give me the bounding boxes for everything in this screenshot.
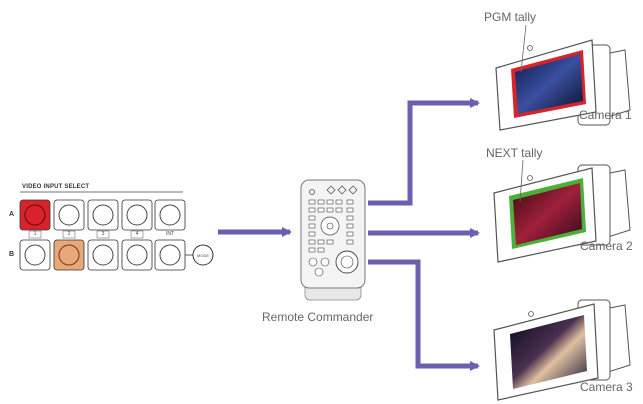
row-a-buttons — [19, 199, 186, 231]
mode-button[interactable] — [192, 244, 214, 266]
mode-button-label: MODE — [197, 253, 209, 258]
row-a-button-int[interactable] — [154, 199, 186, 231]
camera-1-tally-lamp — [527, 45, 533, 51]
row-b-button-3[interactable] — [87, 239, 119, 271]
button-number-int: INT — [165, 231, 175, 237]
row-b-button-2[interactable] — [53, 239, 85, 271]
button-number-3: 3 — [101, 231, 105, 237]
button-number-4: 4 — [135, 231, 139, 237]
button-number-boxes — [28, 230, 144, 239]
pgm-tally-pointer — [520, 24, 527, 73]
row-b-button-4[interactable] — [121, 239, 153, 271]
camera-1 — [495, 24, 631, 131]
camera-2-screen — [513, 183, 582, 245]
row-a-button-int-ring — [159, 204, 181, 226]
row-b-button-int-ring — [159, 244, 181, 266]
next-tally-pointer — [519, 159, 524, 203]
dpad — [320, 216, 340, 236]
panel-title: VIDEO INPUT SELECT — [22, 184, 90, 190]
button-number-1: 1 — [33, 231, 37, 237]
row-a-button-2[interactable] — [53, 199, 85, 231]
row-a-button-2-ring — [58, 204, 80, 226]
video-input-select-panel — [19, 191, 214, 271]
row-a-button-1-ring — [24, 204, 46, 226]
zoom-dial — [335, 250, 359, 274]
arrows-to-cameras — [368, 98, 480, 371]
row-a-button-3-ring — [92, 204, 114, 226]
row-b-button-3-ring — [92, 244, 114, 266]
remote-commander-label: Remote Commander — [262, 310, 374, 324]
camera-3-label: Camera 3 — [580, 380, 633, 394]
camera-2-label: Camera 2 — [580, 239, 633, 253]
button-number-2: 2 — [67, 231, 71, 237]
camera-1-label: Camera 1 — [579, 108, 632, 122]
row-b-label: B — [9, 251, 15, 258]
next-tally-label: NEXT tally — [486, 146, 543, 160]
arrow-to-camera-1 — [368, 98, 480, 206]
row-a-button-4[interactable] — [121, 199, 153, 231]
camera-1-screen — [515, 54, 583, 114]
row-a-button-3[interactable] — [87, 199, 119, 231]
row-b-button-4-ring — [126, 244, 148, 266]
row-a-label: A — [9, 211, 15, 218]
row-b-buttons — [19, 239, 186, 271]
camera-2 — [493, 159, 631, 263]
camera-3-screen — [510, 315, 587, 389]
row-b-button-1[interactable] — [19, 239, 51, 271]
remote-commander — [300, 179, 366, 301]
camera-3 — [493, 299, 631, 401]
pgm-tally-label: PGM tally — [484, 10, 537, 24]
arrow-to-camera-3 — [368, 259, 480, 371]
row-a-button-4-ring — [126, 204, 148, 226]
row-b-button-2-ring — [58, 244, 80, 266]
row-b-button-1-ring — [24, 244, 46, 266]
